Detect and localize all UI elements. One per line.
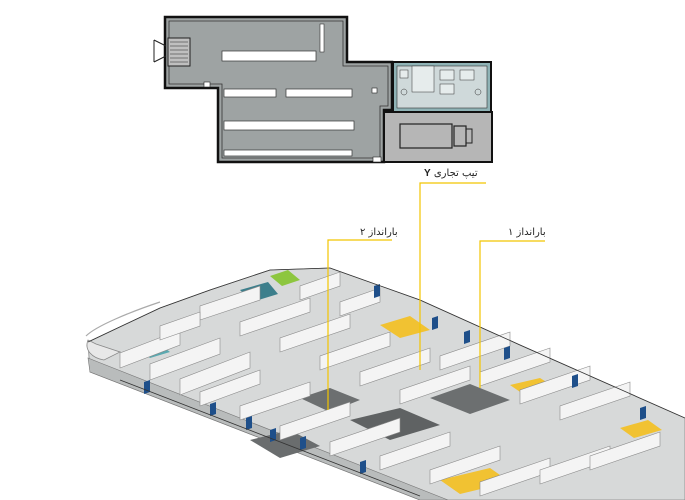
plan-column bbox=[371, 87, 378, 94]
plan-truck bbox=[399, 123, 473, 149]
iso-yellow-floor bbox=[440, 468, 510, 494]
iso-balcony bbox=[86, 339, 122, 361]
leader-dock-1 bbox=[479, 240, 545, 388]
iso-yellow-floor bbox=[380, 316, 430, 338]
plan-loading-dock bbox=[383, 111, 493, 163]
iso-floor-zone bbox=[430, 384, 510, 414]
iso-yellow-floor bbox=[620, 420, 662, 438]
plan-shelf bbox=[221, 50, 317, 62]
iso-wall-trim bbox=[87, 267, 685, 497]
iso-blue-panels bbox=[144, 284, 646, 474]
plan-shelf bbox=[223, 120, 355, 131]
plan-shelf bbox=[285, 88, 353, 98]
type-letter-text: Y bbox=[424, 168, 431, 179]
plan-shelf bbox=[223, 149, 353, 157]
plan-stair bbox=[153, 37, 191, 67]
plan-outer-wall bbox=[163, 15, 394, 164]
leader-lines bbox=[327, 182, 545, 410]
iso-slab-edge bbox=[87, 357, 449, 500]
floor-plan bbox=[153, 15, 493, 164]
iso-partitions bbox=[119, 271, 661, 497]
iso-green-area bbox=[270, 270, 300, 286]
dock-2-label: بارانداز ۲ bbox=[360, 227, 398, 238]
type-prefix-text: تیپ تجاری bbox=[433, 168, 478, 179]
plan-column bbox=[319, 23, 325, 53]
isometric-view bbox=[85, 267, 685, 500]
type-y-label: تیپ تجاری Y bbox=[424, 168, 478, 179]
dock-1-label: بارانداز ۱ bbox=[508, 227, 546, 238]
plan-shelf bbox=[223, 88, 277, 98]
plan-column bbox=[203, 81, 211, 88]
leader-dock-2 bbox=[327, 239, 392, 410]
leader-type-y bbox=[419, 182, 486, 370]
